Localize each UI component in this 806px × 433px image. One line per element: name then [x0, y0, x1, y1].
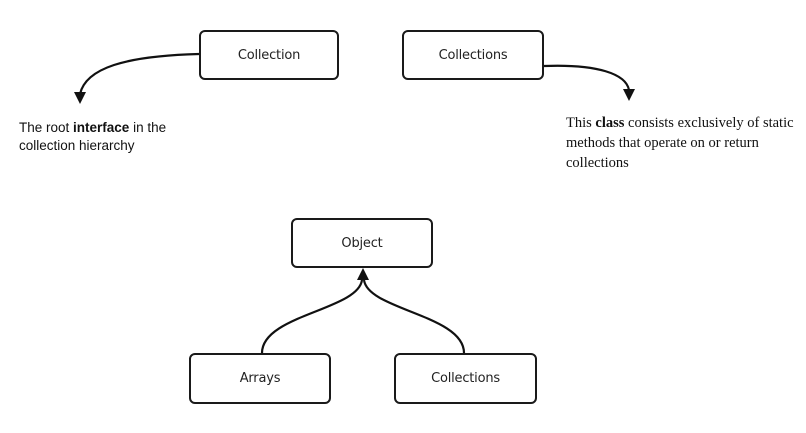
collections-to-object-edge — [362, 279, 466, 354]
arrays-node-label: Arrays — [239, 371, 281, 386]
object-inheritance-arrowhead — [357, 268, 369, 280]
collections-node-top: Collections — [402, 30, 544, 80]
object-node: Object — [291, 218, 433, 268]
collection-description: The root interface in the collection hie… — [19, 119, 219, 155]
collection-description-text-1: The root — [19, 120, 74, 135]
arrays-node: Arrays — [189, 353, 331, 404]
collections-node-bottom: Collections — [394, 353, 537, 404]
collections-description: This class consists exclusively of stati… — [566, 113, 806, 173]
collections-description-text-2: consists exclusively of static methods t… — [566, 115, 794, 171]
collection-note-arrowhead — [74, 92, 86, 104]
arrays-to-object-edge — [260, 279, 364, 354]
collections-description-keyword: class — [595, 115, 625, 131]
collection-description-text-2: in the collection hierarchy — [19, 120, 167, 153]
object-node-label: Object — [341, 235, 383, 251]
collections-note-arrow — [543, 64, 631, 91]
collection-description-keyword: interface — [73, 120, 130, 135]
collection-node-label: Collection — [237, 47, 301, 63]
collection-node: Collection — [199, 30, 339, 80]
collections-node-top-label: Collections — [438, 47, 508, 63]
collections-node-bottom-label: Collections — [431, 371, 500, 386]
collections-description-text-1: This — [566, 115, 596, 131]
collection-note-arrow — [78, 52, 200, 95]
collections-note-arrowhead — [623, 89, 635, 101]
